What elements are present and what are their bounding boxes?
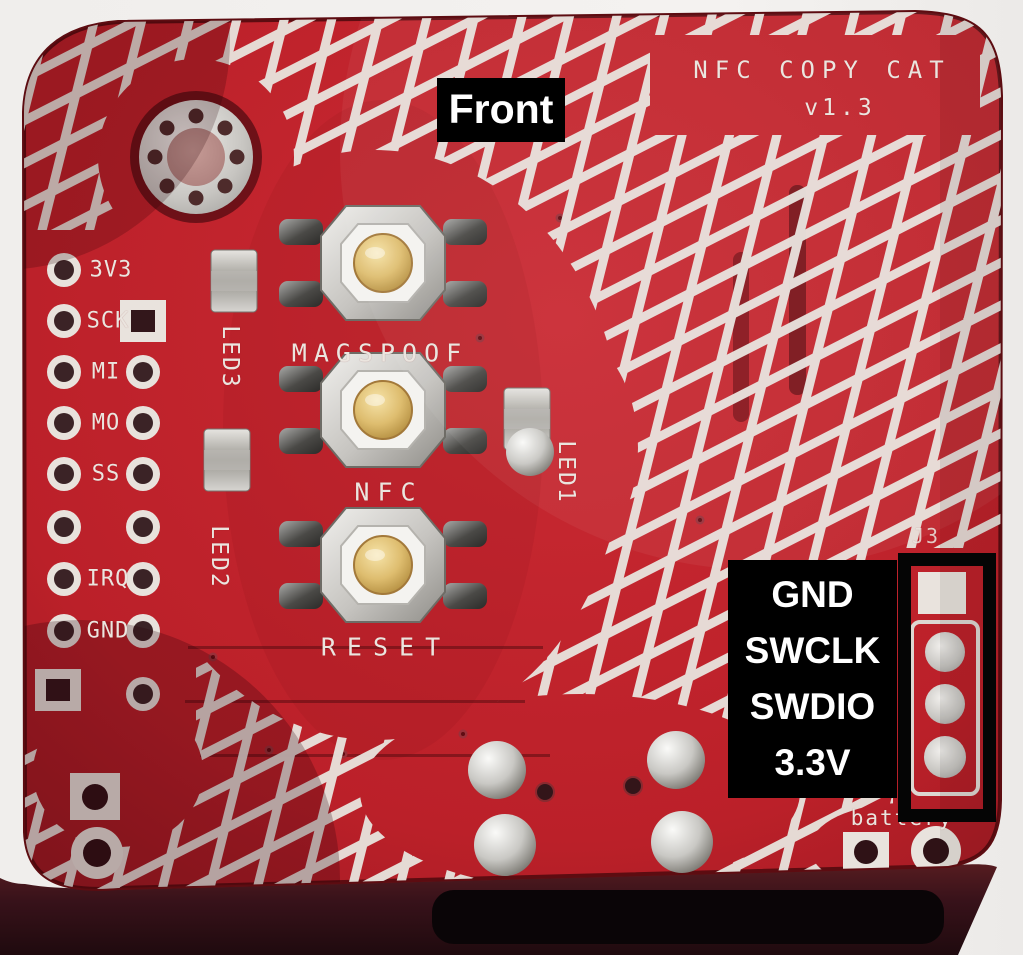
pin-label-sck: SCK: [86, 308, 130, 334]
pin-label-gnd: GND: [86, 618, 130, 644]
led3-component: [210, 249, 258, 313]
swd-pin-swclk: SWCLK: [744, 630, 881, 671]
led1-label: LED1: [553, 440, 579, 504]
board-version: v1.3: [804, 95, 876, 121]
led2-component: [203, 428, 251, 492]
connector-designator-j3: J3: [911, 524, 941, 548]
pin-label-ss: SS: [91, 461, 121, 487]
swd-header-pads: [910, 572, 980, 796]
pin-label-mo: MO: [91, 410, 121, 436]
led1-component: [503, 387, 554, 476]
board-title: NFC COPY CAT: [693, 56, 951, 84]
swd-header-highlight-outline: [898, 553, 996, 822]
front-annotation: Front: [437, 78, 565, 142]
led3-label: LED3: [217, 325, 243, 389]
pin-label-irq: IRQ: [86, 566, 130, 592]
button-label-magspoof: MAGSPOOF: [291, 338, 469, 368]
battery-pads-right: [843, 826, 961, 876]
battery-pads-left: [70, 773, 123, 879]
pin-label-3v3: 3V3: [89, 257, 133, 283]
button-label-reset: RESET: [320, 632, 452, 662]
board-bottom-edge: [0, 864, 997, 955]
mounting-hole: [130, 91, 262, 223]
button-label-nfc: NFC: [354, 477, 424, 507]
swd-annotation-box: GND SWCLK SWDIO 3.3V: [728, 560, 897, 798]
swd-pin-swdio: SWDIO: [749, 686, 876, 727]
usb-connector-slot: [432, 890, 944, 944]
swd-pin-3v3: 3.3V: [774, 742, 851, 783]
pin-label-mi: MI: [91, 359, 121, 385]
bottom-solder-joints: [468, 731, 713, 876]
swd-pin-gnd: GND: [771, 574, 854, 615]
led2-label: LED2: [206, 525, 232, 589]
